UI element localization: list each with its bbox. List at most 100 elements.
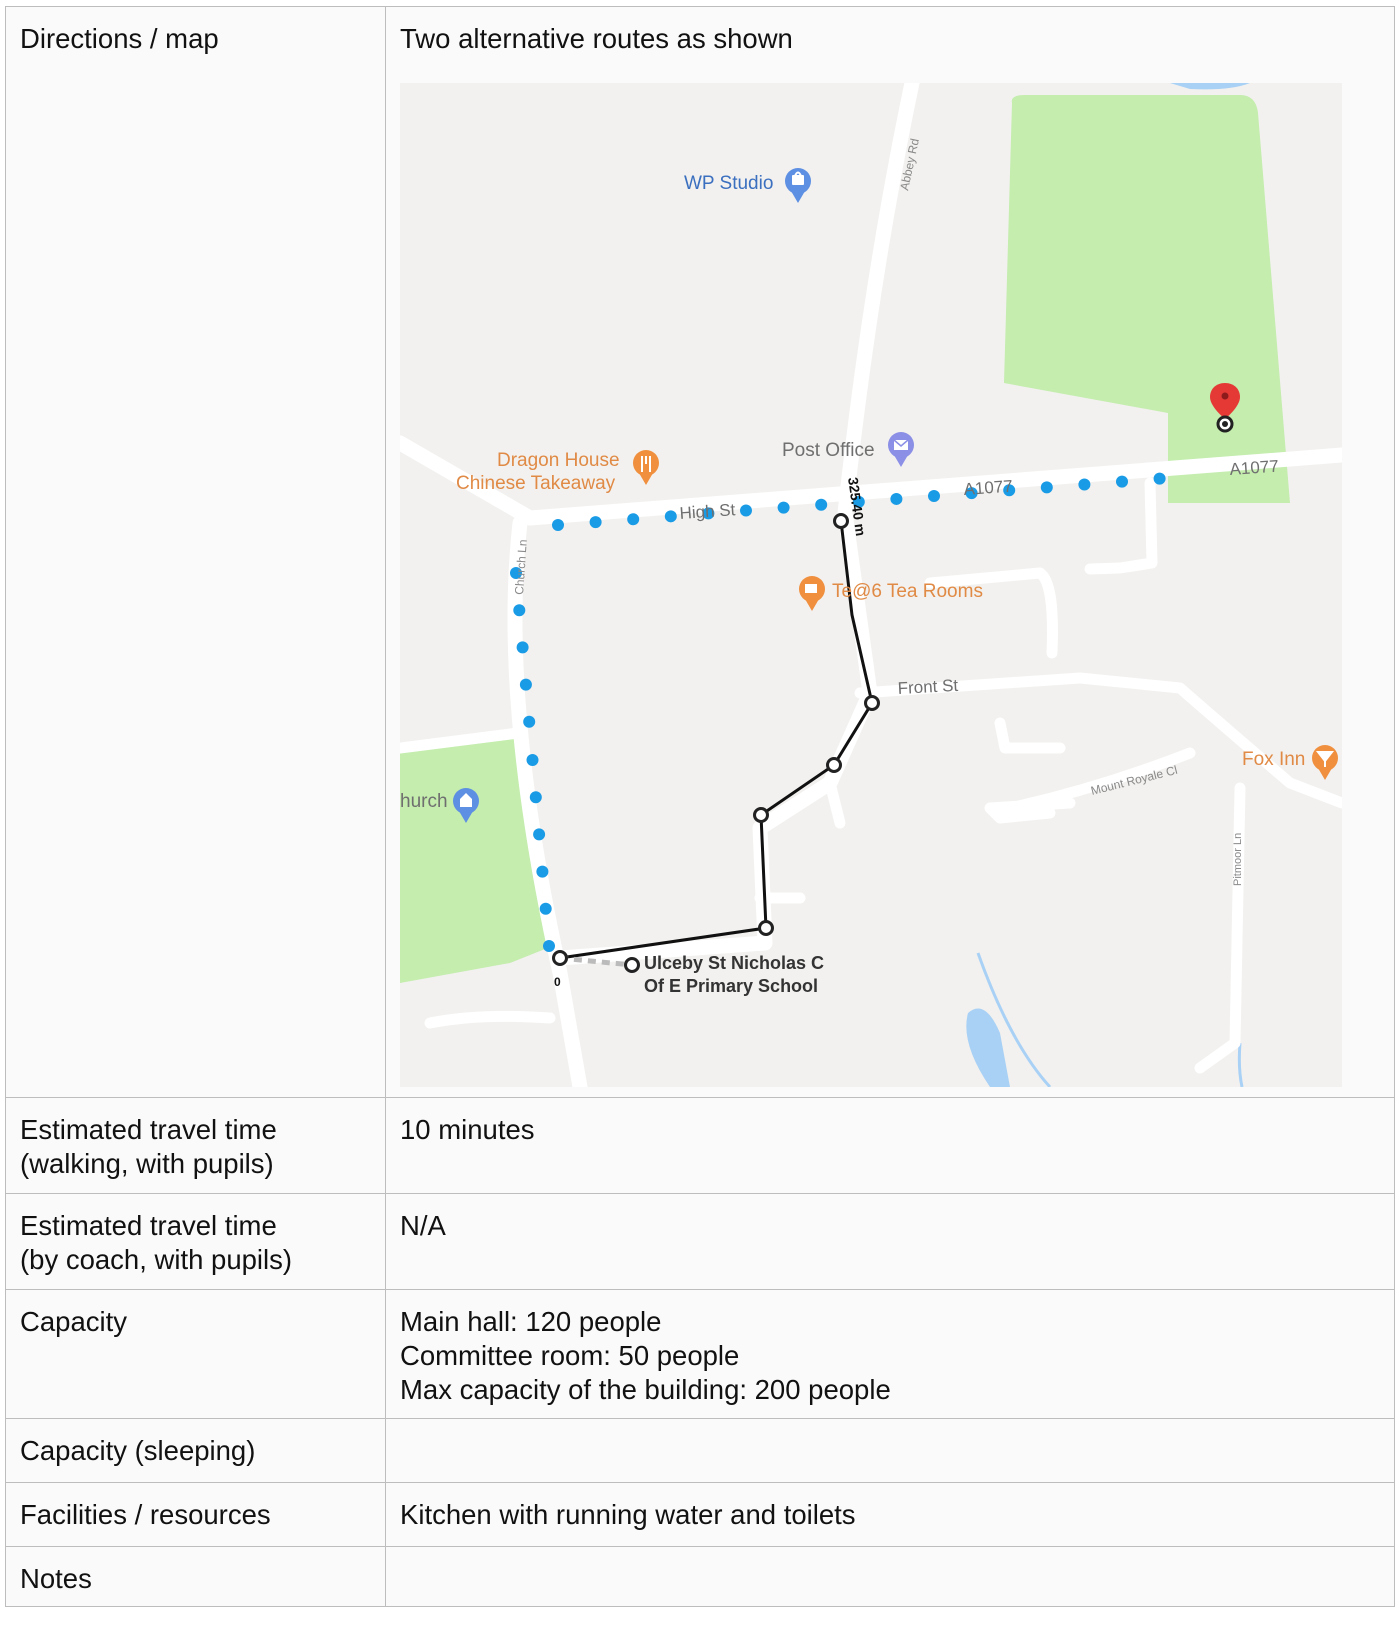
- row-capacity: Capacity Main hall: 120 people Committee…: [5, 1289, 1395, 1419]
- details-table: Directions / map Two alternative routes …: [5, 6, 1395, 1607]
- map-label-wp-studio: WP Studio: [684, 173, 773, 194]
- waypoint[interactable]: [864, 695, 880, 711]
- church-icon[interactable]: [453, 788, 479, 823]
- row-walking-time: Estimated travel time (walking, with pup…: [5, 1097, 1395, 1194]
- row-label: Capacity (sleeping): [5, 1418, 386, 1483]
- route-dot: [815, 498, 828, 511]
- map-label-post-office: Post Office: [782, 440, 875, 461]
- route-dot: [928, 490, 940, 503]
- value-line: Committee room: 50 people: [400, 1340, 740, 1371]
- map-label-dragon-house-2: Chinese Takeaway: [456, 473, 616, 494]
- row-label: Directions / map: [5, 6, 386, 1098]
- route-dot: [965, 487, 978, 500]
- route-dot: [702, 507, 715, 520]
- label-line: Estimated travel time: [20, 1210, 277, 1241]
- route-dot: [890, 492, 903, 505]
- map-label-school-2: Of E Primary School: [644, 976, 818, 996]
- map-label-a1077-right: A1077: [1229, 457, 1279, 479]
- row-capacity-sleeping: Capacity (sleeping): [5, 1418, 1395, 1483]
- route-map[interactable]: WP Studio Abbey Rd Dragon House Chinese …: [400, 83, 1342, 1087]
- map-label-school: Ulceby St Nicholas C: [644, 953, 824, 973]
- measure-route-dashed: [559, 955, 633, 968]
- label-text: Notes: [20, 1563, 92, 1594]
- measure-waypoints: [552, 513, 880, 973]
- route-dot: [510, 567, 522, 579]
- label-line: Estimated travel time: [20, 1114, 277, 1145]
- row-coach-time: Estimated travel time (by coach, with pu…: [5, 1193, 1395, 1290]
- row-label: Notes: [5, 1546, 386, 1607]
- row-value: Kitchen with running water and toilets: [385, 1482, 1395, 1547]
- route-dot: [1078, 478, 1091, 491]
- row-notes: Notes: [5, 1546, 1395, 1607]
- value-line: Main hall: 120 people: [400, 1306, 662, 1337]
- value-text: N/A: [400, 1210, 446, 1241]
- map-label-tea-rooms: Te@6 Tea Rooms: [832, 581, 983, 602]
- row-label: Estimated travel time (walking, with pup…: [5, 1097, 386, 1194]
- waypoint[interactable]: [753, 807, 769, 823]
- waypoint[interactable]: [624, 957, 640, 973]
- row-value: Two alternative routes as shown: [385, 6, 1395, 1098]
- map-canvas[interactable]: WP Studio Abbey Rd Dragon House Chinese …: [400, 83, 1342, 1087]
- row-value: 10 minutes: [385, 1097, 1395, 1194]
- waypoint[interactable]: [552, 950, 568, 966]
- waypoint[interactable]: [833, 513, 849, 529]
- route-dot: [516, 641, 529, 654]
- route-dot: [513, 604, 526, 617]
- route-dot: [1116, 475, 1128, 488]
- map-label-pitmoor-ln: Pitmoor Ln: [1232, 833, 1244, 886]
- route-dot: [529, 791, 542, 804]
- route-dot: [1003, 484, 1016, 497]
- stream-south: [976, 952, 1052, 1087]
- pond-south: [966, 1008, 1010, 1087]
- route-dot: [533, 828, 546, 841]
- mail-icon[interactable]: [888, 432, 914, 467]
- route-dot: [536, 865, 549, 878]
- map-label-high-st: High St: [679, 500, 736, 523]
- map-pin-icon[interactable]: [1210, 383, 1240, 433]
- route-dot: [589, 516, 602, 529]
- label-line: (by coach, with pupils): [20, 1244, 293, 1275]
- map-label-church: hurch: [400, 791, 448, 812]
- route-dot: [777, 501, 790, 514]
- waypoint[interactable]: [758, 920, 774, 936]
- route-dot: [852, 495, 865, 508]
- row-value: Main hall: 120 people Committee room: 50…: [385, 1289, 1395, 1419]
- map-label-front-st: Front St: [897, 676, 959, 698]
- label-line: (walking, with pupils): [20, 1148, 274, 1179]
- route-dot: [1040, 481, 1053, 494]
- waypoint[interactable]: [826, 757, 842, 773]
- row-value: [385, 1546, 1395, 1607]
- label-text: Directions / map: [20, 23, 219, 54]
- row-label: Capacity: [5, 1289, 386, 1419]
- route-dot: [1153, 472, 1166, 485]
- restaurant-icon[interactable]: [633, 450, 659, 485]
- map-label-dragon-house: Dragon House: [497, 450, 620, 471]
- route-dot: [552, 519, 564, 531]
- map-label-fox-inn: Fox Inn: [1242, 749, 1305, 770]
- route-dot: [664, 510, 677, 523]
- route-dot: [526, 754, 539, 766]
- value-text: Two alternative routes as shown: [400, 23, 793, 54]
- cafe-icon[interactable]: [799, 576, 825, 611]
- value-text: Kitchen with running water and toilets: [400, 1499, 856, 1530]
- shopping-bag-icon[interactable]: [785, 168, 811, 203]
- row-label: Facilities / resources: [5, 1482, 386, 1547]
- label-text: Capacity (sleeping): [20, 1435, 256, 1466]
- row-value: [385, 1418, 1395, 1483]
- route-dot: [539, 902, 552, 915]
- row-value: N/A: [385, 1193, 1395, 1290]
- stream-east: [1237, 1042, 1244, 1087]
- walking-route-dots: [510, 472, 1166, 952]
- row-directions: Directions / map Two alternative routes …: [5, 6, 1395, 1098]
- bar-icon[interactable]: [1312, 745, 1338, 780]
- row-label: Estimated travel time (by coach, with pu…: [5, 1193, 386, 1290]
- water-north: [1170, 83, 1250, 90]
- map-label-zero: 0: [554, 975, 561, 989]
- route-dot: [740, 504, 752, 517]
- route-dot: [627, 513, 640, 526]
- label-text: Facilities / resources: [20, 1499, 271, 1530]
- route-dot: [519, 678, 532, 691]
- value-line: Max capacity of the building: 200 people: [400, 1374, 891, 1405]
- row-facilities: Facilities / resources Kitchen with runn…: [5, 1482, 1395, 1547]
- map-label-a1077-mid: A1077: [963, 477, 1013, 499]
